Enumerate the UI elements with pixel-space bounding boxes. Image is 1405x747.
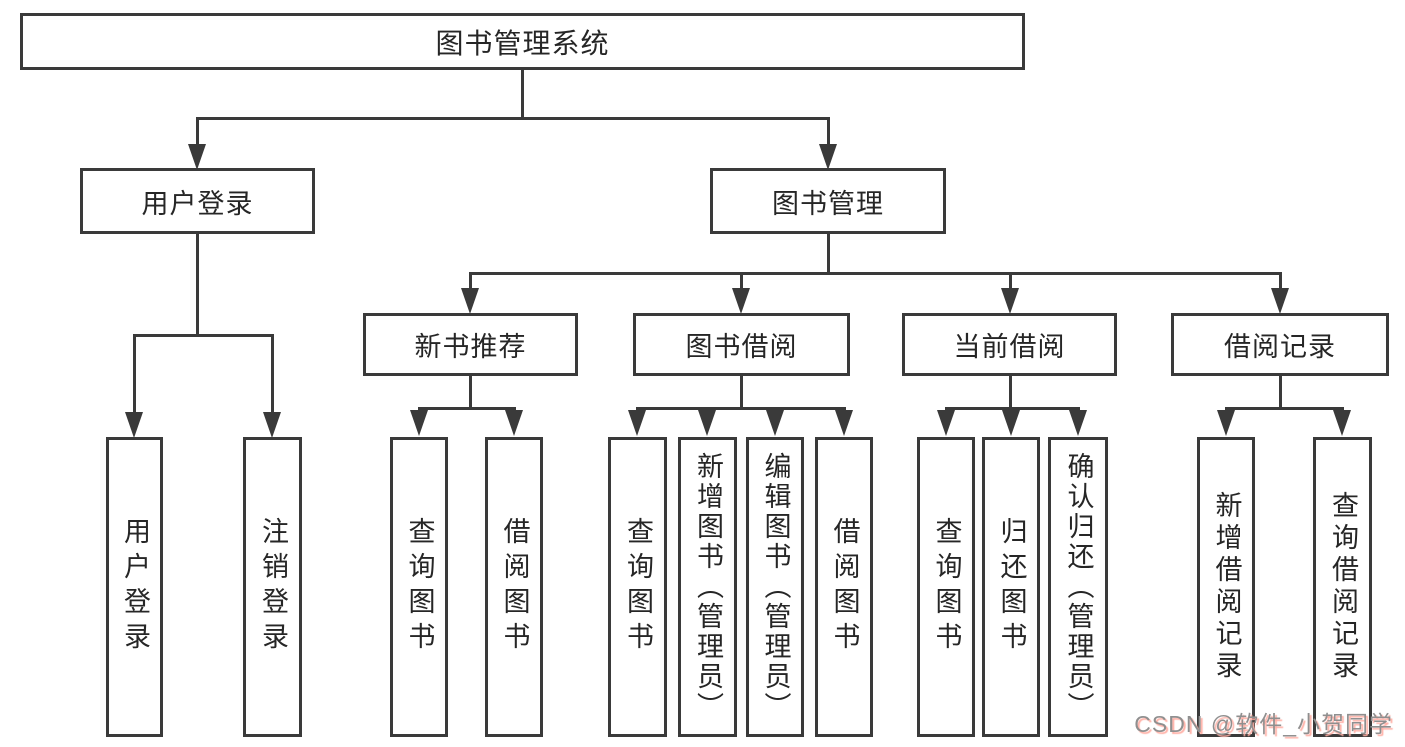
connector-hline xyxy=(944,406,1080,410)
connector-vline xyxy=(1278,376,1282,410)
connector-vline xyxy=(739,376,743,410)
node-add-borrow-record: 新增借阅记录 xyxy=(1197,437,1255,737)
arrow-down-icon xyxy=(732,288,750,314)
connector-hline xyxy=(417,406,516,410)
arrow-down-icon xyxy=(1271,288,1289,314)
arrow-down-icon xyxy=(835,410,853,436)
arrow-down-icon xyxy=(505,410,523,436)
connector-vline xyxy=(270,335,274,414)
node-logout-action: 注销登录 xyxy=(243,437,302,737)
connector-hline xyxy=(468,271,1282,275)
node-label: 当前借阅 xyxy=(953,332,1066,362)
node-user-login: 用户登录 xyxy=(80,168,315,234)
node-label: 图书借阅 xyxy=(685,332,798,362)
arrow-down-icon xyxy=(698,410,716,436)
connector-vline xyxy=(468,376,472,410)
node-label: 查询借阅记录 xyxy=(1328,491,1358,683)
connector-vline xyxy=(739,273,743,292)
connector-vline xyxy=(520,70,524,120)
node-new-book-recommend: 新书推荐 xyxy=(363,313,578,376)
arrow-down-icon xyxy=(461,288,479,314)
node-add-books-admin: 新增图书（管理员） xyxy=(678,437,737,737)
connector-hline xyxy=(1224,406,1344,410)
arrow-down-icon xyxy=(125,412,143,438)
connector-vline xyxy=(195,118,199,146)
arrow-down-icon xyxy=(1333,410,1351,436)
node-label: 确认归还（管理员） xyxy=(1063,452,1094,722)
node-label: 查询图书 xyxy=(931,517,962,657)
node-label: 用户登录 xyxy=(120,517,150,657)
node-borrow-records: 借阅记录 xyxy=(1171,313,1389,376)
node-edit-books-admin: 编辑图书（管理员） xyxy=(746,437,804,737)
node-borrow-books-recommend: 借阅图书 xyxy=(485,437,543,737)
arrow-down-icon xyxy=(410,410,428,436)
node-label: 新书推荐 xyxy=(414,332,527,362)
connector-hline xyxy=(195,116,830,120)
node-query-borrow-record: 查询借阅记录 xyxy=(1313,437,1372,737)
node-query-books-recommend: 查询图书 xyxy=(390,437,448,737)
node-label: 查询图书 xyxy=(623,517,653,657)
node-label: 借阅图书 xyxy=(829,517,860,657)
node-query-books-current: 查询图书 xyxy=(917,437,975,737)
arrow-down-icon xyxy=(819,144,837,170)
node-label: 用户登录 xyxy=(141,188,254,219)
arrow-down-icon xyxy=(1069,410,1087,436)
connector-vline xyxy=(826,118,830,146)
connector-vline xyxy=(826,234,830,275)
connector-vline xyxy=(132,335,136,414)
connector-vline xyxy=(468,273,472,292)
node-label: 新增借阅记录 xyxy=(1211,491,1242,683)
node-query-books-borrowing: 查询图书 xyxy=(608,437,667,737)
arrow-down-icon xyxy=(1002,410,1020,436)
arrow-down-icon xyxy=(766,410,784,436)
node-label: 编辑图书（管理员） xyxy=(760,452,791,722)
node-label: 注销登录 xyxy=(258,517,288,657)
node-label: 图书管理 xyxy=(772,188,884,219)
node-book-borrowing: 图书借阅 xyxy=(633,313,850,376)
arrow-down-icon xyxy=(263,412,281,438)
node-library-system: 图书管理系统 xyxy=(20,13,1025,70)
node-current-borrowing: 当前借阅 xyxy=(902,313,1117,376)
connector-vline xyxy=(1008,376,1012,410)
connector-hline xyxy=(635,406,846,410)
arrow-down-icon xyxy=(188,144,206,170)
arrow-down-icon xyxy=(937,410,955,436)
node-label: 新增图书（管理员） xyxy=(693,452,723,722)
node-return-books: 归还图书 xyxy=(982,437,1040,737)
node-label: 借阅图书 xyxy=(499,517,530,657)
connector-vline xyxy=(1278,273,1282,292)
node-label: 借阅记录 xyxy=(1224,332,1336,362)
connector-vline xyxy=(195,234,199,337)
connector-vline xyxy=(1008,273,1012,292)
connector-hline xyxy=(132,333,274,337)
node-borrow-books: 借阅图书 xyxy=(815,437,873,737)
node-label: 查询图书 xyxy=(404,517,435,657)
arrow-down-icon xyxy=(1217,410,1235,436)
arrow-down-icon xyxy=(628,410,646,436)
arrow-down-icon xyxy=(1001,288,1019,314)
node-label: 图书管理系统 xyxy=(435,27,610,59)
node-label: 归还图书 xyxy=(996,517,1027,657)
node-user-login-action: 用户登录 xyxy=(106,437,163,737)
node-confirm-return-admin: 确认归还（管理员） xyxy=(1048,437,1108,737)
node-book-management: 图书管理 xyxy=(710,168,946,234)
